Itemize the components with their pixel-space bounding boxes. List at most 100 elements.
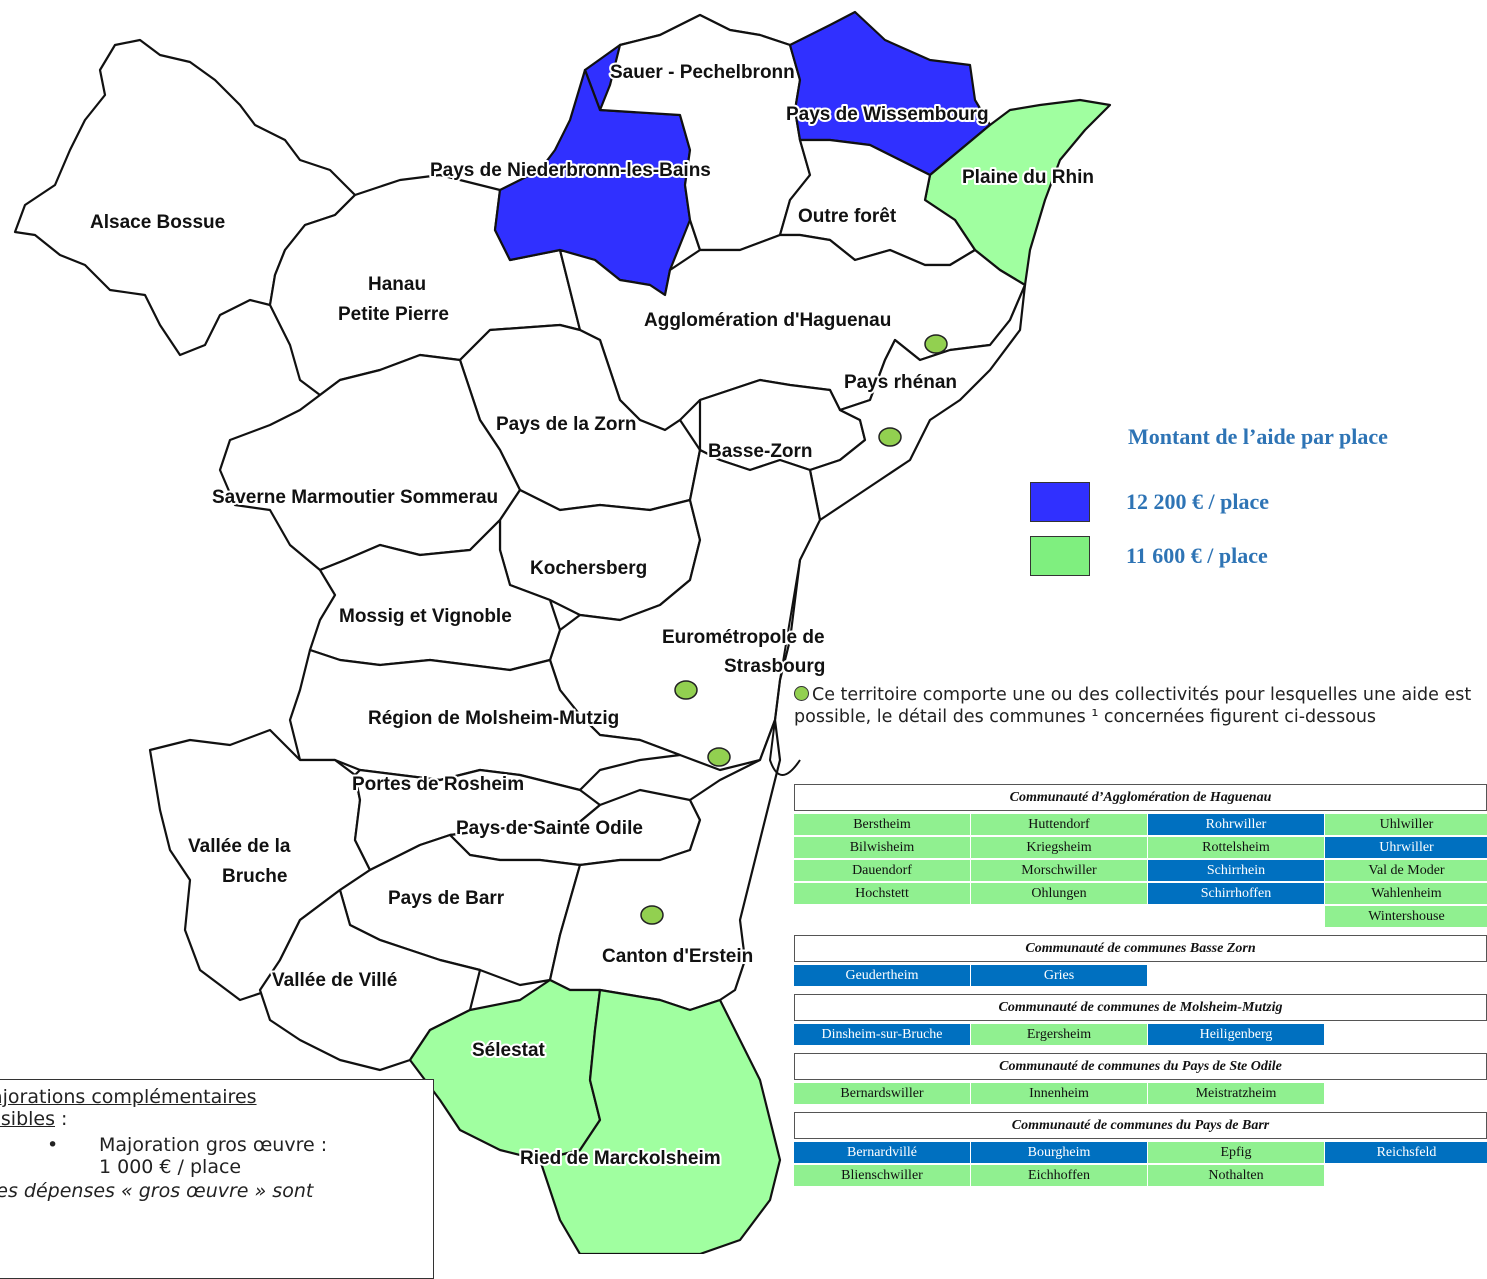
legend-label-green: 11 600 € / place: [1126, 543, 1268, 568]
commune-cell: Uhrwiller: [1325, 837, 1487, 858]
commune-table: Communauté de communes de Molsheim-Mutzi…: [794, 994, 1487, 1045]
commune-cell: Dinsheim-sur-Bruche: [794, 1024, 970, 1045]
territory-pays-rhenan[interactable]: [808, 283, 1027, 522]
label-euro2: Strasbourg: [724, 656, 825, 677]
green-dot-icon: [794, 686, 809, 701]
commune-cell: Rottelsheim: [1148, 837, 1324, 858]
label-mossig: Mossig et Vignoble: [339, 606, 512, 627]
legend-swatch-green: [1030, 536, 1090, 576]
legend-label-blue: 12 200 € / place: [1126, 489, 1269, 514]
territory-alsace-bossue[interactable]: [13, 38, 357, 357]
commune-cell: Berstheim: [794, 814, 970, 835]
box-item1: Majoration gros œuvre :: [99, 1134, 328, 1156]
legend-swatch-blue: [1030, 482, 1090, 522]
label-marckolsheim: Ried de Marckolsheim: [520, 1148, 721, 1169]
commune-cell: Reichsfeld: [1325, 1142, 1487, 1163]
commune-cell: Nothalten: [1148, 1165, 1324, 1186]
commune-cell: Val de Moder: [1325, 860, 1487, 881]
label-kochersberg: Kochersberg: [530, 558, 647, 579]
commune-cell: Eichhoffen: [971, 1165, 1147, 1186]
legend-title: Montant de l’aide par place: [1128, 424, 1388, 449]
commune-cell: Bernardswiller: [794, 1083, 970, 1104]
label-plaine: Plaine du Rhin: [962, 167, 1094, 188]
commune-cell: Schirrhein: [1148, 860, 1324, 881]
commune-table: Communauté de communes du Pays de Ste Od…: [794, 1053, 1487, 1104]
label-molsheim: Région de Molsheim-Mutzig: [368, 708, 619, 729]
commune-cell: Meistratzheim: [1148, 1083, 1324, 1104]
commune-cell: [794, 906, 970, 927]
commune-cell: Rohrwiller: [1148, 814, 1324, 835]
box-italic-note: les dépenses « gros œuvre » sont: [0, 1180, 314, 1202]
commune-cell: Gries: [971, 965, 1147, 986]
label-barr: Pays de Barr: [388, 888, 505, 909]
label-erstein: Canton d'Erstein: [602, 946, 753, 967]
commune-cell: Kriegsheim: [971, 837, 1147, 858]
note-text: Ce territoire comporte une ou des collec…: [794, 685, 1472, 727]
commune-cell: Hochstett: [794, 883, 970, 904]
label-petite-pierre: Petite Pierre: [338, 304, 449, 325]
label-bruche2: Bruche: [222, 866, 287, 887]
label-selestat: Sélestat: [472, 1040, 546, 1061]
label-haguenau: Agglomération d'Haguenau: [644, 310, 891, 331]
label-euro1: Eurométropole de: [662, 627, 825, 648]
box-title-line1: ajorations complémentaires: [0, 1086, 257, 1108]
label-rosheim: Portes de Rosheim: [352, 774, 524, 795]
commune-cell: Ergersheim: [971, 1024, 1147, 1045]
commune-cell: Heiligenberg: [1148, 1024, 1324, 1045]
label-rhenan: Pays rhénan: [844, 372, 957, 393]
commune-cell: Innenheim: [971, 1083, 1147, 1104]
territory-molsheim[interactable]: [288, 648, 682, 792]
commune-cell: Bernardvillé: [794, 1142, 970, 1163]
commune-table-title: Communauté de communes de Molsheim-Mutzi…: [794, 994, 1487, 1021]
commune-cell: Epfig: [1148, 1142, 1324, 1163]
aid-legend: Montant de l’aide par place 12 200 € / p…: [1030, 424, 1480, 576]
commune-cell: Wintershouse: [1325, 906, 1487, 927]
label-bossue: Alsace Bossue: [90, 212, 225, 233]
commune-cell: [971, 906, 1147, 927]
label-odile: Pays de Sainte Odile: [456, 818, 643, 839]
label-sauer: Sauer - Pechelbronn: [610, 62, 795, 83]
commune-table-title: Communauté de communes du Pays de Ste Od…: [794, 1053, 1487, 1080]
commune-cell: Dauendorf: [794, 860, 970, 881]
commune-cell: Morschwiller: [971, 860, 1147, 881]
territory-marckolsheim[interactable]: [538, 988, 782, 1254]
commune-table-title: Communauté d’Agglomération de Haguenau: [794, 784, 1487, 811]
bullet-icon: •: [47, 1134, 59, 1156]
label-hanau: Hanau: [368, 274, 426, 295]
legend-item-green: 11 600 € / place: [1030, 536, 1268, 576]
box-bullet-item: • Majoration gros œuvre : 1 000 € / plac…: [47, 1134, 433, 1178]
commune-cell: Bilwisheim: [794, 837, 970, 858]
label-basse-zorn: Basse-Zorn: [708, 441, 813, 462]
commune-cell: Schirrhoffen: [1148, 883, 1324, 904]
label-niederbronn: Pays de Niederbronn-les-Bains: [430, 160, 711, 181]
commune-cell: Bourgheim: [971, 1142, 1147, 1163]
commune-table-title: Communauté de communes Basse Zorn: [794, 935, 1487, 962]
label-saverne: Saverne Marmoutier Sommerau: [212, 487, 498, 508]
commune-cell: Blienschwiller: [794, 1165, 970, 1186]
commune-table-title: Communauté de communes du Pays de Barr: [794, 1112, 1487, 1139]
legend-item-blue: 12 200 € / place: [1030, 482, 1269, 522]
commune-cell: Huttendorf: [971, 814, 1147, 835]
label-ville: Vallée de Villé: [272, 970, 397, 991]
commune-dot-molsheim: [707, 747, 731, 767]
commune-dot-erstein: [640, 905, 664, 925]
commune-cell: Uhlwiller: [1325, 814, 1487, 835]
commune-cell: Geudertheim: [794, 965, 970, 986]
commune-dot-basse-zorn: [878, 427, 902, 447]
commune-dot-strasbourg: [674, 680, 698, 700]
commune-cell: [1148, 906, 1324, 927]
territory-eurometropole[interactable]: [548, 448, 822, 772]
label-bruche1: Vallée de la: [188, 836, 291, 857]
